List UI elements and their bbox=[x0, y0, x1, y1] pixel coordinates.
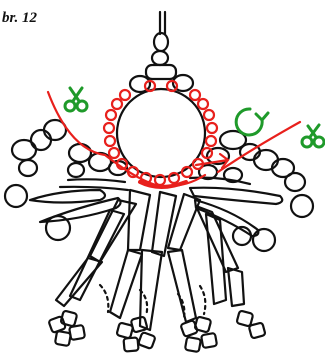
center-ring bbox=[117, 89, 205, 177]
rotate-clockwise-icon bbox=[236, 109, 268, 135]
scissors-icon bbox=[302, 125, 324, 147]
skirt-beads bbox=[56, 190, 244, 330]
hanging-loop bbox=[152, 12, 168, 65]
scissors-icon bbox=[65, 88, 87, 111]
left-bead-clusters bbox=[12, 120, 127, 177]
red-ring-beads bbox=[104, 81, 217, 185]
bottom-bead-clusters bbox=[48, 310, 265, 352]
